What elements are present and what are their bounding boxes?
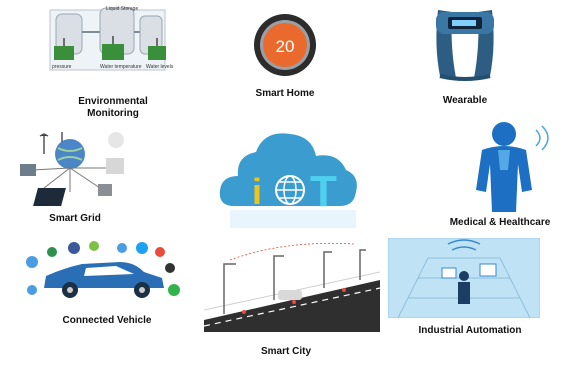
wearable-band-icon <box>436 10 494 81</box>
industrial-automation-graphic <box>388 238 540 318</box>
sensor-label: Water levels <box>146 64 174 70</box>
globe-icon <box>55 139 85 169</box>
wearable-label: Wearable <box>442 95 488 106</box>
smart-grid-label: Smart Grid <box>49 213 101 224</box>
sensor-label: pressure <box>52 64 72 70</box>
smart-grid-graphic <box>20 132 124 206</box>
iot-letter-t: T <box>310 167 337 216</box>
thermostat-reading: 20 <box>276 37 295 56</box>
facebook-icon <box>68 242 80 254</box>
smart-home-label: Smart Home <box>255 88 315 99</box>
globe-icon <box>275 175 305 205</box>
environmental-label: Environmental Monitoring <box>78 96 148 119</box>
smart-city-graphic <box>204 242 380 332</box>
twitter-icon <box>136 242 148 254</box>
medical-body-graphic <box>476 122 549 212</box>
smart-city-label: Smart City <box>260 346 311 357</box>
sensor-label: Water temperature <box>100 64 142 70</box>
vehicle-label: Connected Vehicle <box>62 315 152 326</box>
environmental-monitoring-graphic: Liquid Storage pressure Water temperatur… <box>49 6 174 71</box>
car-icon <box>278 290 302 300</box>
connected-vehicle-graphic <box>26 241 180 298</box>
thermostat-icon: 20 <box>254 14 316 76</box>
medical-label: Medical & Healthcare <box>449 217 551 228</box>
iot-cloud-logo: i T <box>219 133 357 228</box>
industrial-label: Industrial Automation <box>418 325 522 336</box>
storage-label: Liquid Storage <box>106 6 138 12</box>
sensor-board <box>102 44 124 60</box>
sensor-board <box>54 46 74 60</box>
sensor-board <box>148 46 166 60</box>
iot-letter-i: i <box>252 171 262 212</box>
cloud-shape <box>219 133 357 206</box>
